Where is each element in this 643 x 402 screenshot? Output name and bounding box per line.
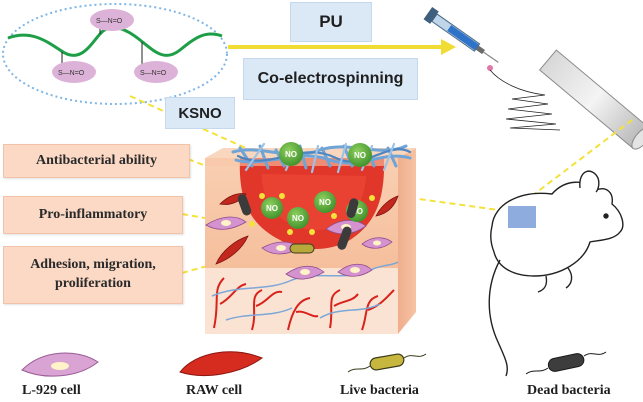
legend-icon-l929 — [21, 352, 99, 377]
electrospinning-jet — [489, 69, 561, 131]
syringe — [423, 6, 499, 63]
legend-icon-raw — [179, 351, 264, 377]
wound-bacteria — [237, 194, 359, 254]
chem-label: S—N=O — [96, 18, 123, 25]
taylor-cone — [487, 65, 493, 71]
lymph-vessels — [211, 261, 399, 321]
pro-inflammatory-label: Pro-inflammatory — [3, 196, 183, 234]
no-label: NO — [319, 198, 331, 207]
adhesion-migration-proliferation-label: Adhesion, migration, proliferation — [3, 246, 183, 304]
nanoparticle — [52, 61, 96, 83]
legend-raw-label: RAW cell — [186, 383, 243, 398]
legend-live-bacteria-label: Live bacteria — [340, 383, 419, 398]
no-label: NO — [285, 150, 297, 159]
ksno-label: KSNO — [165, 97, 235, 129]
nanoparticle-group: S—N=O S—N=O S—N=O — [52, 9, 178, 83]
l929-nuclei — [221, 220, 381, 275]
no-label: NO — [266, 204, 278, 213]
mouse — [488, 170, 624, 377]
polymer-ellipse — [2, 3, 228, 105]
no-bubble-labels: NO NO NO NO NO NO — [266, 150, 366, 223]
chem-label: S—N=O — [140, 70, 167, 77]
legend-l929-label: L-929 cell — [22, 383, 81, 398]
no-label: NO — [354, 151, 366, 160]
collector-rod — [538, 49, 643, 150]
implant-patch — [508, 206, 536, 228]
process-arrowhead — [441, 39, 456, 55]
legend-icon-live-bacteria — [347, 353, 427, 373]
adhesion-line-2: proliferation — [55, 276, 131, 291]
chem-label: S—N=O — [58, 70, 85, 77]
nanofiber-mat — [231, 142, 412, 174]
adhesion-line-1: Adhesion, migration, — [30, 257, 156, 273]
nanoparticle — [90, 9, 134, 31]
polymer-chain — [7, 25, 223, 57]
no-label: NO — [351, 207, 363, 216]
co-electrospinning-label: Co-electrospinning — [243, 58, 418, 100]
no-label: NO — [292, 214, 304, 223]
legend-dead-bacteria-label: Dead bacteria — [527, 383, 611, 398]
legend-icon-dead-bacteria — [525, 351, 607, 375]
antibacterial-ability-label: Antibacterial ability — [3, 144, 190, 178]
pu-label: PU — [290, 2, 372, 42]
no-release-dots — [249, 193, 375, 235]
nanoparticle — [134, 61, 178, 83]
